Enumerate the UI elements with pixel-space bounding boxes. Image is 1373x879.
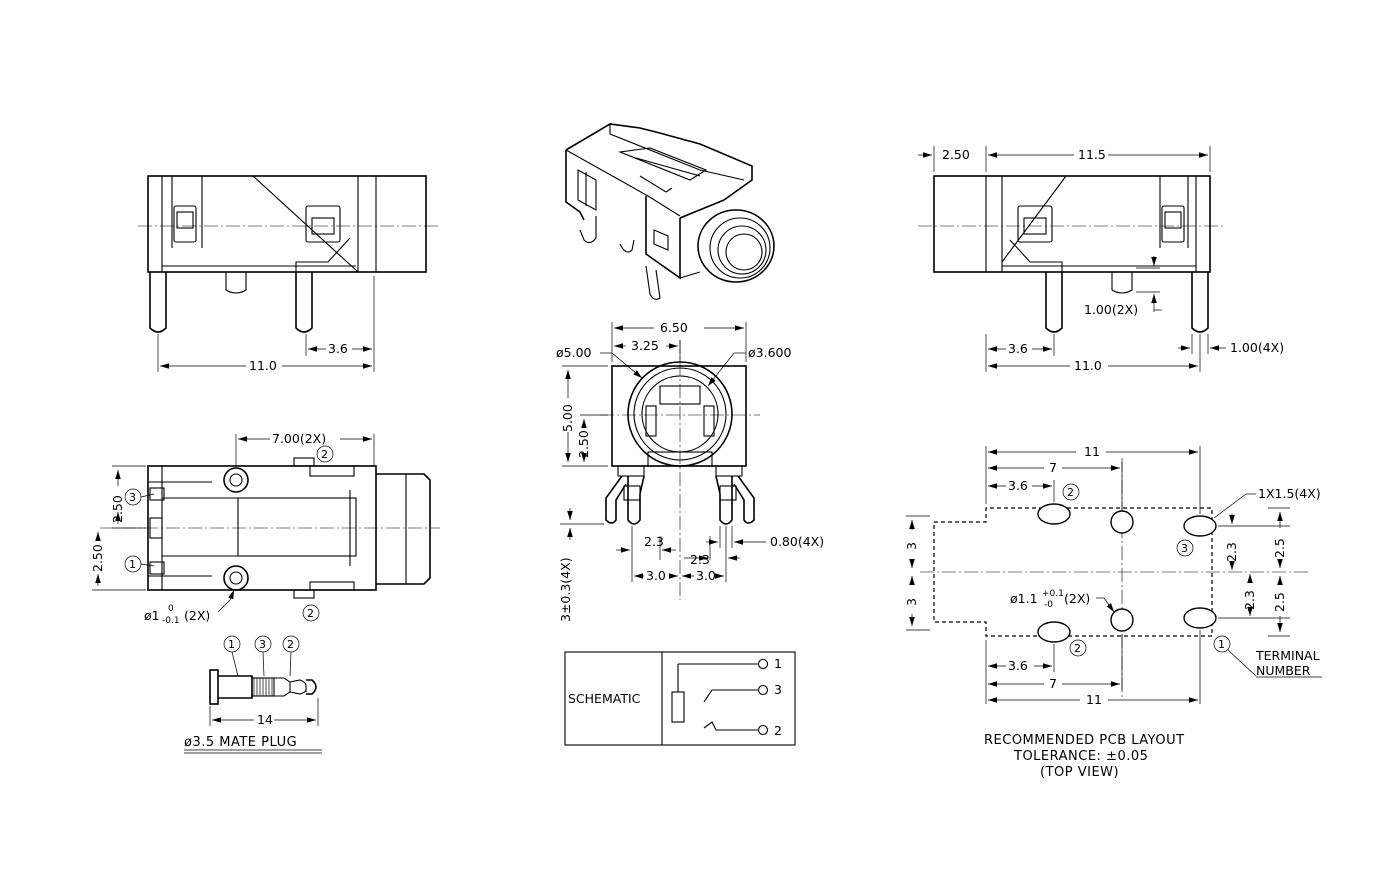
pcb-layout: 11 7 3.6 2 3 2 1 TERMINAL NUMBER 1X1.5(4… — [904, 444, 1322, 780]
pcb-dim-right-a-lower: 2.3 — [1242, 590, 1257, 610]
bottom-peg-label: ø1 — [144, 608, 160, 623]
side-dim-pin: 3.6 — [1008, 341, 1028, 356]
pcb-dim-right-b-lower: 2.5 — [1272, 592, 1287, 612]
pcb-dim-right-a-upper: 2.3 — [1224, 542, 1239, 562]
end-dim-inner-diameter: ø3.600 — [748, 345, 791, 360]
end-dim-outer-diameter: ø5.00 — [556, 345, 592, 360]
end-dim-width: 6.50 — [660, 320, 688, 335]
bottom-peg-tol-upper: 0 — [168, 604, 174, 614]
schematic-pin3: 3 — [774, 682, 782, 697]
pcb-terminal-3: 3 — [1181, 542, 1188, 555]
schematic-pin2: 2 — [774, 723, 782, 738]
schematic: SCHEMATIC 1 3 2 — [564, 651, 796, 746]
end-dim-height: 5.00 — [560, 404, 575, 432]
end-dim-half-width: 3.25 — [631, 338, 659, 353]
pcb-hole-suffix: (2X) — [1064, 591, 1090, 606]
pcb-hole-label: ø1.1 — [1010, 591, 1038, 606]
end-dim-lead-length: 3±0.3(4X) — [558, 557, 573, 622]
bottom-dim-peg-spacing: 7.00(2X) — [272, 431, 326, 446]
pcb-dim-pin-top: 3.6 — [1008, 478, 1028, 493]
bottom-peg-suffix: (2X) — [184, 608, 210, 623]
side-view: 2.50 11.5 1.00(2X) 1.00(4X) 3.6 11.0 — [918, 146, 1284, 373]
pcb-note-line3: (TOP VIEW) — [1040, 765, 1119, 780]
pcb-dim-pin-bottom: 3.6 — [1008, 658, 1028, 673]
pcb-note-line2: TOLERANCE: ±0.05 — [1013, 749, 1148, 764]
front-dim-total: 11.0 — [249, 358, 277, 373]
plug-terminal-2: 2 — [287, 638, 294, 651]
bottom-terminal-2-top: 2 — [321, 448, 328, 461]
side-dim-front: 2.50 — [942, 147, 970, 162]
end-dim-lead-width: 0.80(4X) — [770, 534, 824, 549]
side-dim-pin-width: 1.00(2X) — [1084, 302, 1138, 317]
bottom-dim-upper: 2.50 — [110, 495, 125, 523]
bottom-terminal-2-bottom: 2 — [307, 607, 314, 620]
pcb-terminal-label-1: TERMINAL — [1255, 648, 1320, 663]
side-dim-total: 11.0 — [1074, 358, 1102, 373]
bottom-peg-tol-lower: -0.1 — [162, 616, 180, 626]
pcb-dim-mid-top: 7 — [1049, 460, 1057, 475]
front-view: 11.0 3.6 — [138, 175, 440, 373]
side-dim-pin-width-4x: 1.00(4X) — [1230, 340, 1284, 355]
plug-terminal-1: 1 — [228, 638, 235, 651]
pcb-terminal-2-top: 2 — [1067, 486, 1074, 499]
pcb-hole-tol-upper: +0.1 — [1042, 589, 1064, 599]
bottom-terminal-1: 1 — [129, 558, 136, 571]
end-dim-pitch-right: 3.0 — [696, 568, 716, 583]
pcb-dim-left-lower: 3 — [904, 598, 919, 606]
bottom-dim-lower: 2.50 — [90, 544, 105, 572]
pcb-dim-mid-bottom: 7 — [1049, 676, 1057, 691]
pcb-terminal-label-2: NUMBER — [1256, 663, 1311, 678]
end-dim-pitch-left: 3.0 — [646, 568, 666, 583]
plug-caption: ø3.5 MATE PLUG — [184, 735, 297, 750]
schematic-title: SCHEMATIC — [568, 691, 641, 706]
mate-plug: 1 3 2 14 ø3.5 MATE PLUG — [184, 635, 322, 754]
side-dim-total-top: 11.5 — [1078, 147, 1106, 162]
pcb-dim-right-b-upper: 2.5 — [1272, 538, 1287, 558]
pcb-dim-total-top: 11 — [1084, 444, 1100, 459]
end-dim-half-height: 2.50 — [576, 430, 591, 458]
plug-terminal-3: 3 — [259, 638, 266, 651]
bottom-view: 2 2 3 1 7.00(2X) 2.50 2.50 ø1 0 -0.1 (2X… — [90, 431, 440, 626]
pcb-note-line1: RECOMMENDED PCB LAYOUT — [984, 733, 1185, 748]
pcb-dim-total-bottom: 11 — [1086, 692, 1102, 707]
bottom-terminal-3: 3 — [129, 491, 136, 504]
schematic-pin1: 1 — [774, 656, 782, 671]
end-dim-pin-right: 2.3 — [690, 552, 710, 567]
pcb-terminal-2-bottom: 2 — [1074, 642, 1081, 655]
pcb-hole-tol-lower: -0 — [1044, 600, 1053, 610]
end-dim-pin-left: 2.3 — [644, 534, 664, 549]
end-view: 6.50 3.25 ø5.00 ø3.600 5.00 2.50 2.3 2.3… — [556, 320, 824, 622]
plug-dim-length: 14 — [257, 712, 273, 727]
pcb-slot-size: 1X1.5(4X) — [1258, 486, 1321, 501]
pcb-dim-left-upper: 3 — [904, 542, 919, 550]
pcb-terminal-1: 1 — [1218, 638, 1225, 651]
isometric-view — [565, 123, 775, 300]
front-dim-pin: 3.6 — [328, 341, 348, 356]
